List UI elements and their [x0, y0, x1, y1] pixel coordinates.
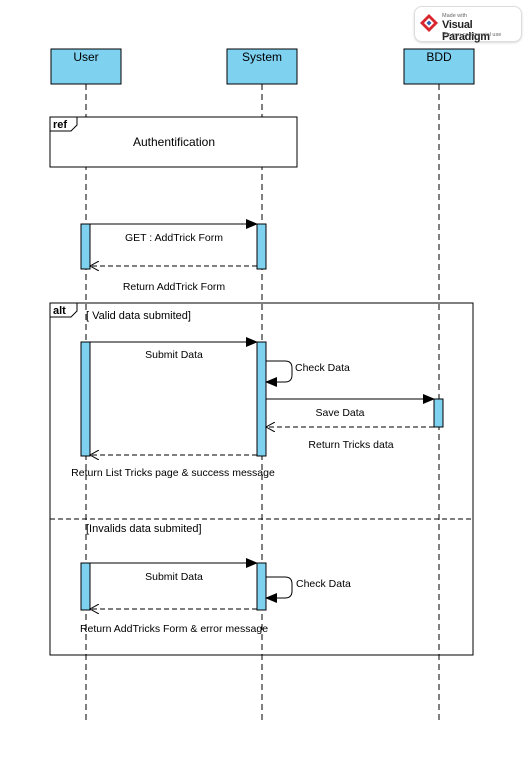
lifeline-system-label: System	[242, 50, 282, 64]
activation-system-3	[256, 562, 267, 611]
message-return-tricks-label: Return Tricks data	[308, 439, 393, 451]
lifeline-user[interactable]: User	[50, 48, 122, 85]
visual-paradigm-badge[interactable]: Made with Visual Paradigm For non-commer…	[414, 6, 522, 43]
message-check-invalid-label: Check Data	[296, 578, 351, 590]
activation-bdd	[433, 398, 444, 428]
message-submit-invalid-label: Submit Data	[145, 571, 203, 583]
ref-frame-label: Authentification	[133, 135, 215, 149]
message-get-addtrick-label: GET : AddTrick Form	[125, 232, 223, 244]
message-check-valid-label: Check Data	[295, 362, 350, 374]
lifeline-user-label: User	[73, 50, 98, 64]
message-return-list-label: Return List Tricks page & success messag…	[71, 467, 275, 479]
message-return-error-label: Return AddTricks Form & error message	[80, 623, 268, 635]
activation-user-3	[80, 562, 91, 611]
alt-guard-valid: [ Valid data submited]	[86, 310, 191, 322]
message-check-invalid-arrow	[265, 576, 293, 603]
lifeline-bdd[interactable]: BDD	[403, 48, 475, 85]
ref-frame[interactable]: ref Authentification	[49, 116, 298, 168]
visual-paradigm-logo-icon	[420, 14, 438, 32]
badge-made-with: Made with	[442, 13, 468, 19]
ref-frame-tag: ref	[53, 119, 67, 131]
lifeline-system[interactable]: System	[226, 48, 298, 85]
message-return-addtrick-label: Return AddTrick Form	[123, 281, 226, 293]
message-save-data-label: Save Data	[315, 407, 364, 419]
alt-frame-tag: alt	[53, 305, 66, 317]
message-check-valid-arrow	[265, 360, 293, 387]
lifeline-bdd-label: BDD	[426, 50, 452, 64]
badge-brand: Visual Paradigm	[442, 19, 490, 43]
activation-user-2	[80, 341, 91, 457]
activation-user-1	[80, 223, 91, 270]
alt-guard-invalid: [Invalids data submited]	[86, 523, 202, 535]
activation-system-1	[256, 223, 267, 270]
badge-note: For non-commercial use	[442, 32, 502, 38]
message-submit-valid-label: Submit Data	[145, 349, 203, 361]
alt-frame[interactable]: alt [ Valid data submited] [Invalids dat…	[49, 302, 474, 656]
activation-system-2	[256, 341, 267, 457]
